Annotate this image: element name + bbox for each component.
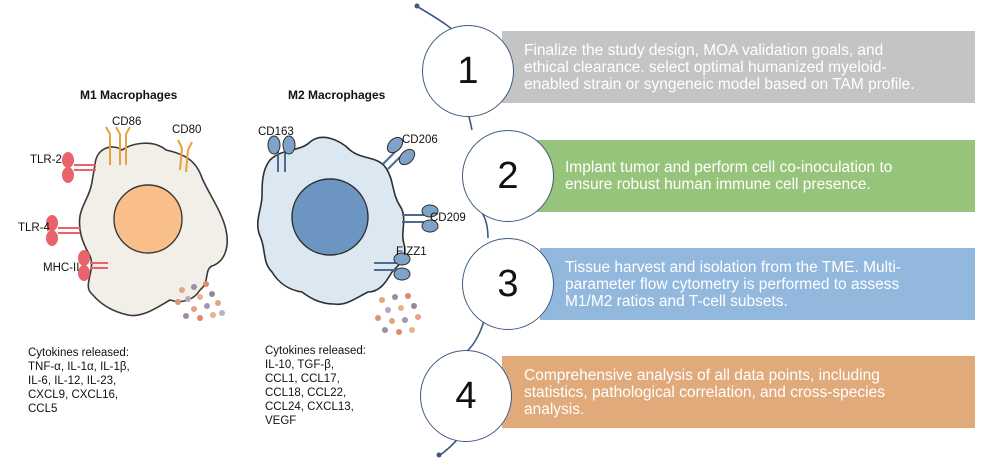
m2-label-cd206: CD206 xyxy=(402,134,438,146)
m1-cd80-receptor xyxy=(177,139,193,173)
m2-cytokine-line: IL-10, TGF-β, xyxy=(265,359,335,371)
step-2-box: Implant tumor and perform cell co-inocul… xyxy=(535,140,975,212)
step-3-line: parameter flow cytometry is performed to… xyxy=(565,275,900,293)
m2-label-cd209: CD209 xyxy=(430,212,466,224)
m1-cytokine-line: TNF-α, IL-1α, IL-1β, xyxy=(28,361,130,373)
m2-cd209-receptor xyxy=(402,204,439,233)
step-2-text: Implant tumor and perform cell co-inocul… xyxy=(565,159,892,193)
step-1-line: ethical clearance. select optimal humani… xyxy=(524,58,887,76)
step-1-box: Finalize the study design, MOA validatio… xyxy=(502,31,975,103)
m1-cytokine-line: CCL5 xyxy=(28,403,58,415)
m1-cd86-receptor xyxy=(105,126,131,165)
m2-cytokine-line: CCL24, CXCL13, xyxy=(265,401,354,413)
step-3-line: M1/M2 ratios and T-cell subsets. xyxy=(565,292,788,310)
m2-cd163-receptor xyxy=(267,135,296,172)
step-1-text: Finalize the study design, MOA validatio… xyxy=(524,42,915,93)
m2-nucleus xyxy=(291,178,369,256)
step-4-line: Comprehensive analysis of all data point… xyxy=(524,366,880,384)
m2-title: M2 Macrophages xyxy=(288,88,386,102)
step-2-line: ensure robust human immune cell presence… xyxy=(565,176,871,193)
m1-mhcii-receptor xyxy=(78,250,108,281)
m1-tlr2-receptor xyxy=(62,152,96,183)
m1-cytokine-line: IL-6, IL-12, IL-23, xyxy=(28,375,117,387)
m1-label-mhcii: MHC-II xyxy=(43,262,80,274)
step-connector-line xyxy=(417,6,489,456)
m2-cytokines-heading: Cytokines released: xyxy=(265,345,366,357)
m1-label-cd80: CD80 xyxy=(172,124,202,136)
step-1-line: enabled strain or syngeneic model based … xyxy=(524,75,915,93)
m2-cytokine-line: VEGF xyxy=(265,415,297,427)
step-3-number: 3 xyxy=(462,238,554,330)
m1-tlr4-receptor xyxy=(46,215,80,246)
step-1-line: Finalize the study design, MOA validatio… xyxy=(524,41,884,59)
step-3-box: Tissue harvest and isolation from the TM… xyxy=(540,248,975,320)
m2-label-fizz1: FIZZ1 xyxy=(396,246,427,258)
step-3-line: Tissue harvest and isolation from the TM… xyxy=(565,258,901,276)
step-2-number: 2 xyxy=(462,130,554,222)
m2-cytokine-line: CCL18, CCL22, xyxy=(265,387,347,399)
m1-label-tlr4: TLR-4 xyxy=(18,222,50,234)
m2-cytokine-line: CCL1, CCL17, xyxy=(265,373,340,385)
m1-cytokine-dots xyxy=(175,281,225,321)
m1-cytokines-heading: Cytokines released: xyxy=(28,347,129,359)
step-4-number: 4 xyxy=(420,350,512,442)
m1-nucleus xyxy=(113,184,183,254)
step-4-line: statistics, pathological correlation, an… xyxy=(524,383,885,401)
step-2-line: Implant tumor and perform cell co-inocul… xyxy=(565,159,893,176)
step-4-text: Comprehensive analysis of all data point… xyxy=(524,367,885,418)
m1-cytokine-line: CXCL9, CXCL16, xyxy=(28,389,119,401)
m1-label-tlr2: TLR-2 xyxy=(30,154,62,166)
step-3-text: Tissue harvest and isolation from the TM… xyxy=(565,259,901,310)
m2-label-cd163: CD163 xyxy=(258,126,294,138)
m1-title: M1 Macrophages xyxy=(80,88,178,102)
step-1-number: 1 xyxy=(422,25,514,117)
step-4-box: Comprehensive analysis of all data point… xyxy=(502,356,975,428)
m1-cytokines: Cytokines released: TNF-α, IL-1α, IL-1β,… xyxy=(28,346,130,416)
m2-cytokine-dots xyxy=(375,293,421,335)
m1-label-cd86: CD86 xyxy=(112,116,142,128)
step-4-line: analysis. xyxy=(524,400,585,418)
m2-fizz1-receptor xyxy=(374,252,411,281)
m2-cd206-receptor xyxy=(382,136,416,170)
m2-cytokines: Cytokines released: IL-10, TGF-β, CCL1, … xyxy=(265,344,366,428)
